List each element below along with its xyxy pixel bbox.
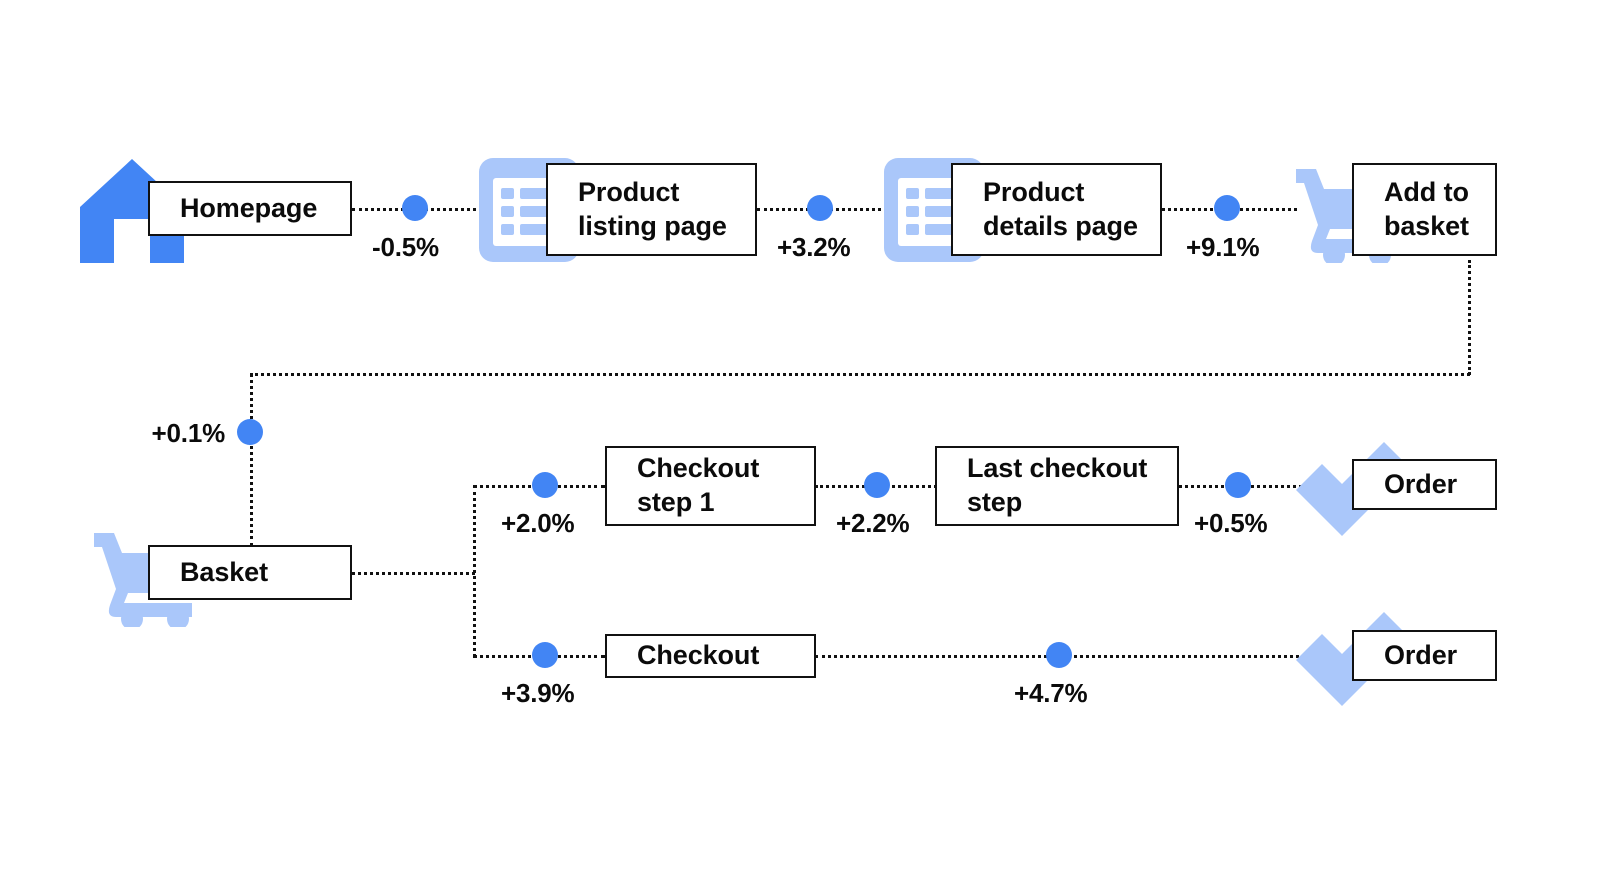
transition-dot[interactable] <box>402 195 428 221</box>
transition-delta: -0.5% <box>372 232 439 262</box>
transition-delta: +0.1% <box>151 418 226 448</box>
transition-delta: +2.0% <box>501 508 575 538</box>
node-label: Product listing page <box>578 176 727 241</box>
node-order-top[interactable]: Order <box>1352 459 1497 510</box>
transition-dot[interactable] <box>1225 472 1251 498</box>
node-label: Order <box>1384 639 1458 670</box>
transition-dot[interactable] <box>864 472 890 498</box>
connector-checkout-to-order-bottom <box>815 655 1360 658</box>
transition-dot[interactable] <box>807 195 833 221</box>
transition-dot[interactable] <box>532 642 558 668</box>
transition-dot[interactable] <box>1046 642 1072 668</box>
node-label: Add to basket <box>1384 176 1469 241</box>
connector-branch-split <box>473 485 476 657</box>
node-label: Order <box>1384 468 1458 499</box>
transition-delta: +3.9% <box>501 678 575 708</box>
node-checkout[interactable]: Checkout <box>605 634 816 678</box>
transition-delta: +3.2% <box>777 232 851 262</box>
connector-last-to-order-top <box>1178 485 1358 488</box>
node-label: Homepage <box>180 192 318 223</box>
node-label: Checkout step 1 <box>637 453 760 517</box>
transition-delta: +2.2% <box>836 508 910 538</box>
node-order-bottom[interactable]: Order <box>1352 630 1497 681</box>
node-product-listing-page[interactable]: Product listing page <box>546 163 757 256</box>
transition-delta: +4.7% <box>1014 678 1088 708</box>
connector-addtobasket-left <box>250 373 1470 376</box>
node-label: Last checkout step <box>967 453 1148 517</box>
connector-basket-right <box>352 572 475 575</box>
node-label: Basket <box>180 556 268 587</box>
node-product-details-page[interactable]: Product details page <box>951 163 1162 256</box>
connector-down-to-basket <box>250 373 253 547</box>
transition-dot[interactable] <box>237 419 263 445</box>
node-basket[interactable]: Basket <box>148 545 352 600</box>
transition-dot[interactable] <box>1214 195 1240 221</box>
node-checkout-step-1[interactable]: Checkout step 1 <box>605 446 816 526</box>
node-add-to-basket[interactable]: Add to basket <box>1352 163 1497 256</box>
node-homepage[interactable]: Homepage <box>148 181 352 236</box>
connector-addtobasket-down <box>1468 260 1471 375</box>
node-last-checkout-step[interactable]: Last checkout step <box>935 446 1179 526</box>
transition-delta: +0.5% <box>1194 508 1268 538</box>
transition-delta: +9.1% <box>1186 232 1260 262</box>
node-label: Product details page <box>983 176 1138 241</box>
node-label: Checkout <box>637 640 760 671</box>
transition-dot[interactable] <box>532 472 558 498</box>
